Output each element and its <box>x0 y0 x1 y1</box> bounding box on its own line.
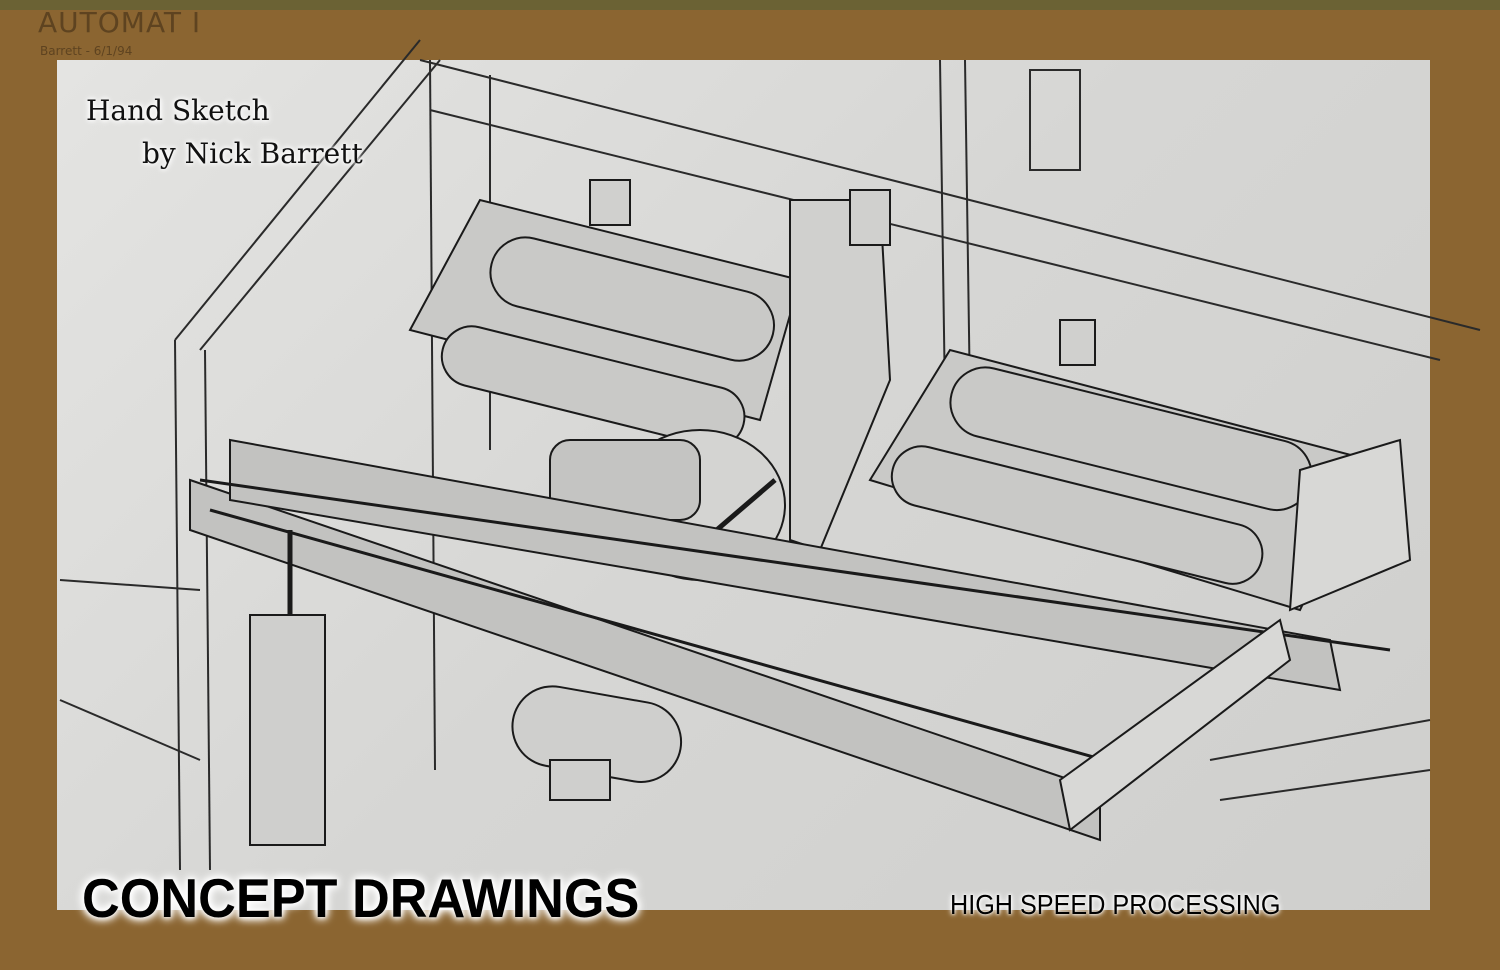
top-strip <box>0 0 1500 10</box>
motor <box>511 685 683 801</box>
lower-rollers <box>189 438 1391 842</box>
center-bracket <box>589 179 1096 552</box>
headline: CONCEPT DRAWINGS <box>82 867 640 929</box>
frame <box>59 39 1481 871</box>
margin-note-title: AUTOMAT I <box>38 6 202 39</box>
credit-line-1: Hand Sketch <box>86 94 270 127</box>
upper-rollers-left <box>408 198 802 448</box>
upper-rollers-right <box>868 348 1372 612</box>
side-plates <box>1058 438 1412 832</box>
credit-line-2: by Nick Barrett <box>142 137 363 170</box>
subheadline: HIGH SPEED PROCESSING <box>950 889 1281 920</box>
pneumatic-cylinder <box>249 530 326 846</box>
margin-note-subtitle: Barrett - 6/1/94 <box>40 44 133 58</box>
